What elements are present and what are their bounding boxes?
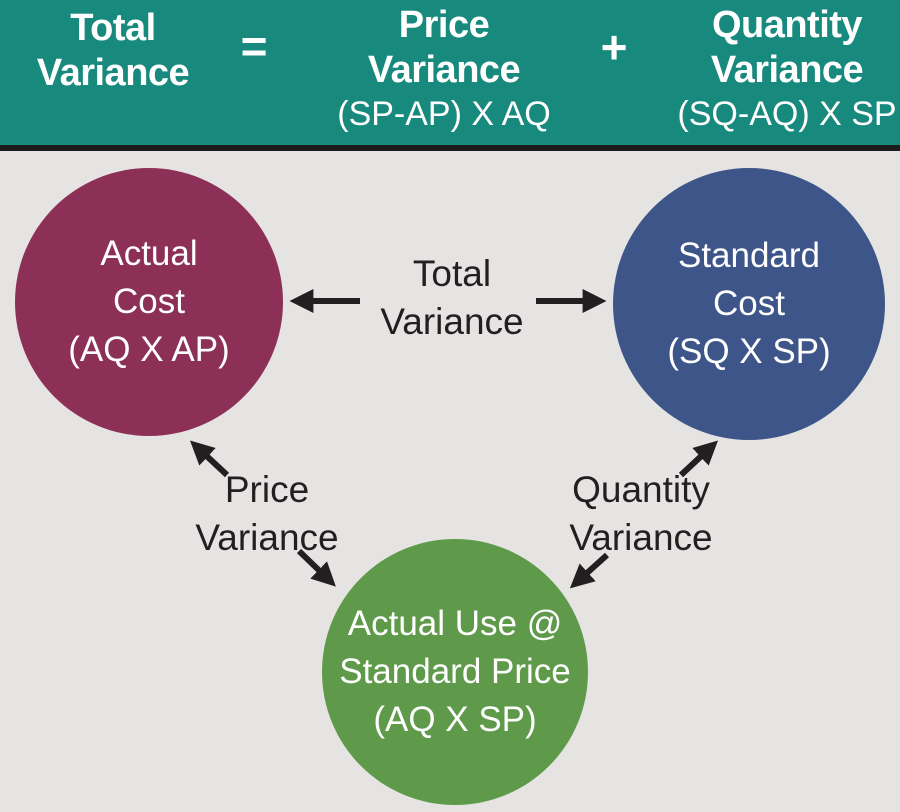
- header-total-variance-line1: Total: [70, 7, 156, 49]
- formula-header: Total Variance = Price Variance (SP-AP) …: [0, 0, 900, 151]
- actual-cost-line2: Cost: [113, 282, 185, 321]
- equals-sign: =: [240, 20, 268, 72]
- actual-cost-circle: Actual Cost (AQ X AP): [15, 168, 283, 436]
- header-total-variance-line2: Variance: [36, 52, 190, 94]
- actual-use-circle: Actual Use @ Standard Price (AQ X SP): [322, 539, 588, 805]
- header-quantity-variance-line2: Variance: [710, 49, 864, 91]
- quantity-variance-label-line1: Quantity: [572, 469, 710, 510]
- standard-cost-line1: Standard: [677, 236, 821, 275]
- actual-use-line2: Standard Price: [339, 652, 571, 691]
- header-quantity-variance-line1: Quantity: [711, 4, 863, 46]
- total-variance-label-line1: Total: [412, 253, 492, 294]
- header-price-variance-formula: (SP-AP) X AQ: [337, 95, 551, 133]
- price-variance-label: Price Variance: [157, 466, 377, 562]
- actual-use-line1: Actual Use @: [347, 604, 563, 643]
- total-variance-label-line2: Variance: [380, 301, 524, 342]
- total-variance-label: Total Variance: [342, 250, 562, 346]
- header-quantity-variance-formula: (SQ-AQ) X SP: [677, 95, 897, 133]
- standard-cost-line3: (SQ X SP): [667, 332, 831, 371]
- actual-use-line3: (AQ X SP): [373, 700, 537, 739]
- actual-cost-line1: Actual: [100, 234, 198, 273]
- price-variance-label-line2: Variance: [195, 517, 339, 558]
- header-price-variance: Price Variance (SP-AP) X AQ: [325, 3, 563, 136]
- price-variance-label-line1: Price: [224, 469, 310, 510]
- standard-cost-line2: Cost: [713, 284, 785, 323]
- header-quantity-variance: Quantity Variance (SQ-AQ) X SP: [668, 3, 900, 136]
- header-price-variance-line2: Variance: [367, 49, 521, 91]
- standard-cost-circle: Standard Cost (SQ X SP): [613, 168, 885, 440]
- quantity-variance-label-line2: Variance: [569, 517, 713, 558]
- actual-cost-line3: (AQ X AP): [68, 330, 230, 369]
- quantity-variance-label: Quantity Variance: [531, 466, 751, 562]
- plus-sign: +: [600, 21, 628, 73]
- header-price-variance-line1: Price: [398, 4, 490, 46]
- header-total-variance: Total Variance: [8, 6, 218, 96]
